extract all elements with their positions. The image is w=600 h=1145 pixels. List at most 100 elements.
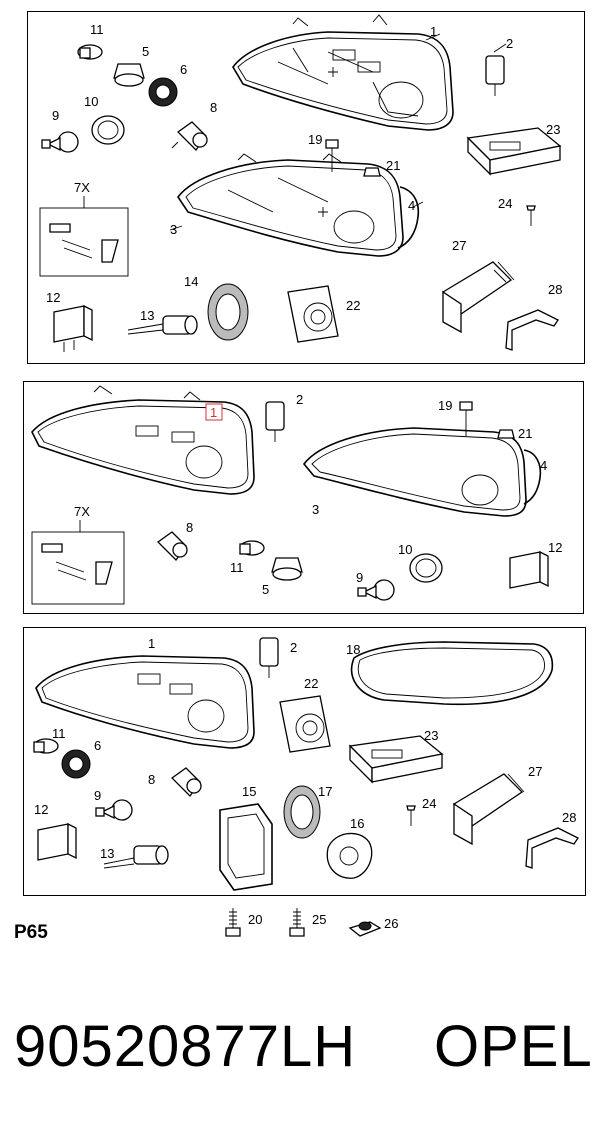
motor-13-bottom [103, 845, 169, 869]
brand-name: OPEL [434, 1014, 593, 1079]
callout-middle-12: 12 [548, 540, 562, 555]
bolt-25 [289, 908, 305, 937]
callout-top-19: 19 [308, 132, 322, 147]
callout-bottom-8: 8 [148, 772, 155, 787]
bulb-8-bottom [170, 767, 202, 798]
socket-5 [113, 63, 145, 87]
headlamp-assembly-3-middle [302, 427, 542, 517]
callout-top-10: 10 [84, 94, 98, 109]
screw-24 [526, 205, 536, 226]
callout-bottom-6: 6 [94, 738, 101, 753]
callout-middle-7x: 7X [74, 504, 90, 519]
callout-bottom-28: 28 [562, 810, 576, 825]
part-number: 90520877LH [14, 1014, 357, 1079]
callout-bottom-27: 27 [528, 764, 542, 779]
nut-21 [363, 167, 381, 177]
callout-top-21: 21 [386, 158, 400, 173]
callout-top-24: 24 [498, 196, 512, 211]
callout-top-28: 28 [548, 282, 562, 297]
callout-bottom-12: 12 [34, 802, 48, 817]
callout-labels-middle: 2 3 4 5 7X 8 9 10 11 12 19 21 [74, 392, 562, 597]
exploded-view-panel-top: 1 2 3 4 5 6 7X 8 9 10 11 12 13 14 19 21 … [27, 11, 585, 364]
callout-top-5: 5 [142, 44, 149, 59]
callout-middle-21: 21 [518, 426, 532, 441]
bulb-8-middle [156, 531, 188, 562]
callout-middle-2: 2 [296, 392, 303, 407]
bulb-11-bottom [33, 738, 59, 754]
callout-top-27: 27 [452, 238, 466, 253]
module-22 [287, 285, 339, 343]
headlamp-assembly-3 [177, 153, 420, 257]
bulb-8 [171, 121, 208, 152]
callout-top-11: 11 [90, 22, 104, 37]
parts-cluster-top-left [41, 44, 208, 153]
connector-2-middle [265, 401, 285, 442]
callout-bottom-9: 9 [94, 788, 101, 803]
bracket-28 [505, 309, 559, 351]
callout-top-8: 8 [210, 100, 217, 115]
socket-5-middle [271, 557, 303, 581]
callout-loose-26: 26 [384, 916, 398, 931]
clip-kit-7x-middle [31, 520, 125, 605]
exploded-view-panel-bottom: 1 2 6 8 9 11 12 13 15 16 17 18 22 23 24 … [23, 627, 586, 896]
clip-nut-26 [348, 921, 382, 937]
callout-bottom-15: 15 [242, 784, 256, 799]
callout-middle-4: 4 [540, 458, 547, 473]
loose-parts-row: 20 25 26 [225, 908, 398, 937]
callout-top-23: 23 [546, 122, 560, 137]
callout-middle-1-highlighted: 1 [210, 405, 217, 420]
panel-bottom-drawing: 1 2 6 8 9 11 12 13 15 16 17 18 22 23 24 … [33, 636, 579, 891]
module-22-bottom [279, 695, 331, 753]
headlamp-assembly-1-bottom [35, 655, 255, 749]
callout-bottom-24: 24 [422, 796, 436, 811]
gear-ring-17 [283, 785, 321, 839]
callout-bottom-16: 16 [350, 816, 364, 831]
leader-lines-top [169, 33, 507, 231]
callout-middle-11: 11 [230, 560, 244, 575]
callout-bottom-1: 1 [148, 636, 155, 651]
screw-24-bottom [406, 805, 416, 826]
callout-bottom-13: 13 [100, 846, 114, 861]
callout-bottom-18: 18 [346, 642, 360, 657]
callout-top-1: 1 [430, 24, 437, 39]
callout-loose-20: 20 [248, 912, 262, 927]
panel-top-drawing: 1 2 3 4 5 6 7X 8 9 10 11 12 13 14 19 21 … [39, 14, 562, 352]
callout-middle-8: 8 [186, 520, 193, 535]
callout-labels-top: 1 2 3 4 5 6 7X 8 9 10 11 12 13 14 19 21 … [46, 22, 562, 323]
callout-middle-10: 10 [398, 542, 412, 557]
relay-12-middle [509, 550, 549, 589]
frame-15 [219, 803, 273, 891]
callout-labels-bottom: 1 2 6 8 9 11 12 13 15 16 17 18 22 23 24 … [34, 636, 576, 861]
callout-bottom-23: 23 [424, 728, 438, 743]
callout-top-2: 2 [506, 36, 513, 51]
callout-top-3: 3 [170, 222, 177, 237]
ring-10 [91, 115, 125, 145]
bracket-28-bottom [525, 827, 579, 869]
lamp-9-bottom [95, 799, 133, 821]
motor-13 [127, 315, 198, 335]
relay-12 [53, 304, 93, 352]
bolt-19-middle [459, 401, 473, 436]
callout-top-7x: 7X [74, 180, 90, 195]
highlight-box-callout-1[interactable] [205, 403, 223, 421]
callout-middle-9: 9 [356, 570, 363, 585]
nut-21-middle [497, 429, 515, 439]
headlamp-assembly-1 [232, 14, 454, 131]
callout-top-13: 13 [140, 308, 154, 323]
callout-middle-5: 5 [262, 582, 269, 597]
callout-middle-3: 3 [312, 502, 319, 517]
callout-bottom-17: 17 [318, 784, 332, 799]
diagram-code: P65 [14, 922, 48, 943]
connector-2-bottom [259, 637, 279, 678]
ring-10-middle [409, 553, 443, 583]
clip-kit-7x [39, 196, 129, 277]
callout-top-6: 6 [180, 62, 187, 77]
bezel-18 [350, 641, 554, 706]
callout-top-14: 14 [184, 274, 198, 289]
lamp-9 [41, 131, 79, 153]
ballast-23 [466, 127, 562, 176]
lamp-9-middle [357, 579, 395, 601]
callout-top-22: 22 [346, 298, 360, 313]
callout-bottom-11: 11 [52, 726, 66, 741]
headlamp-assembly-1-middle [31, 385, 255, 495]
